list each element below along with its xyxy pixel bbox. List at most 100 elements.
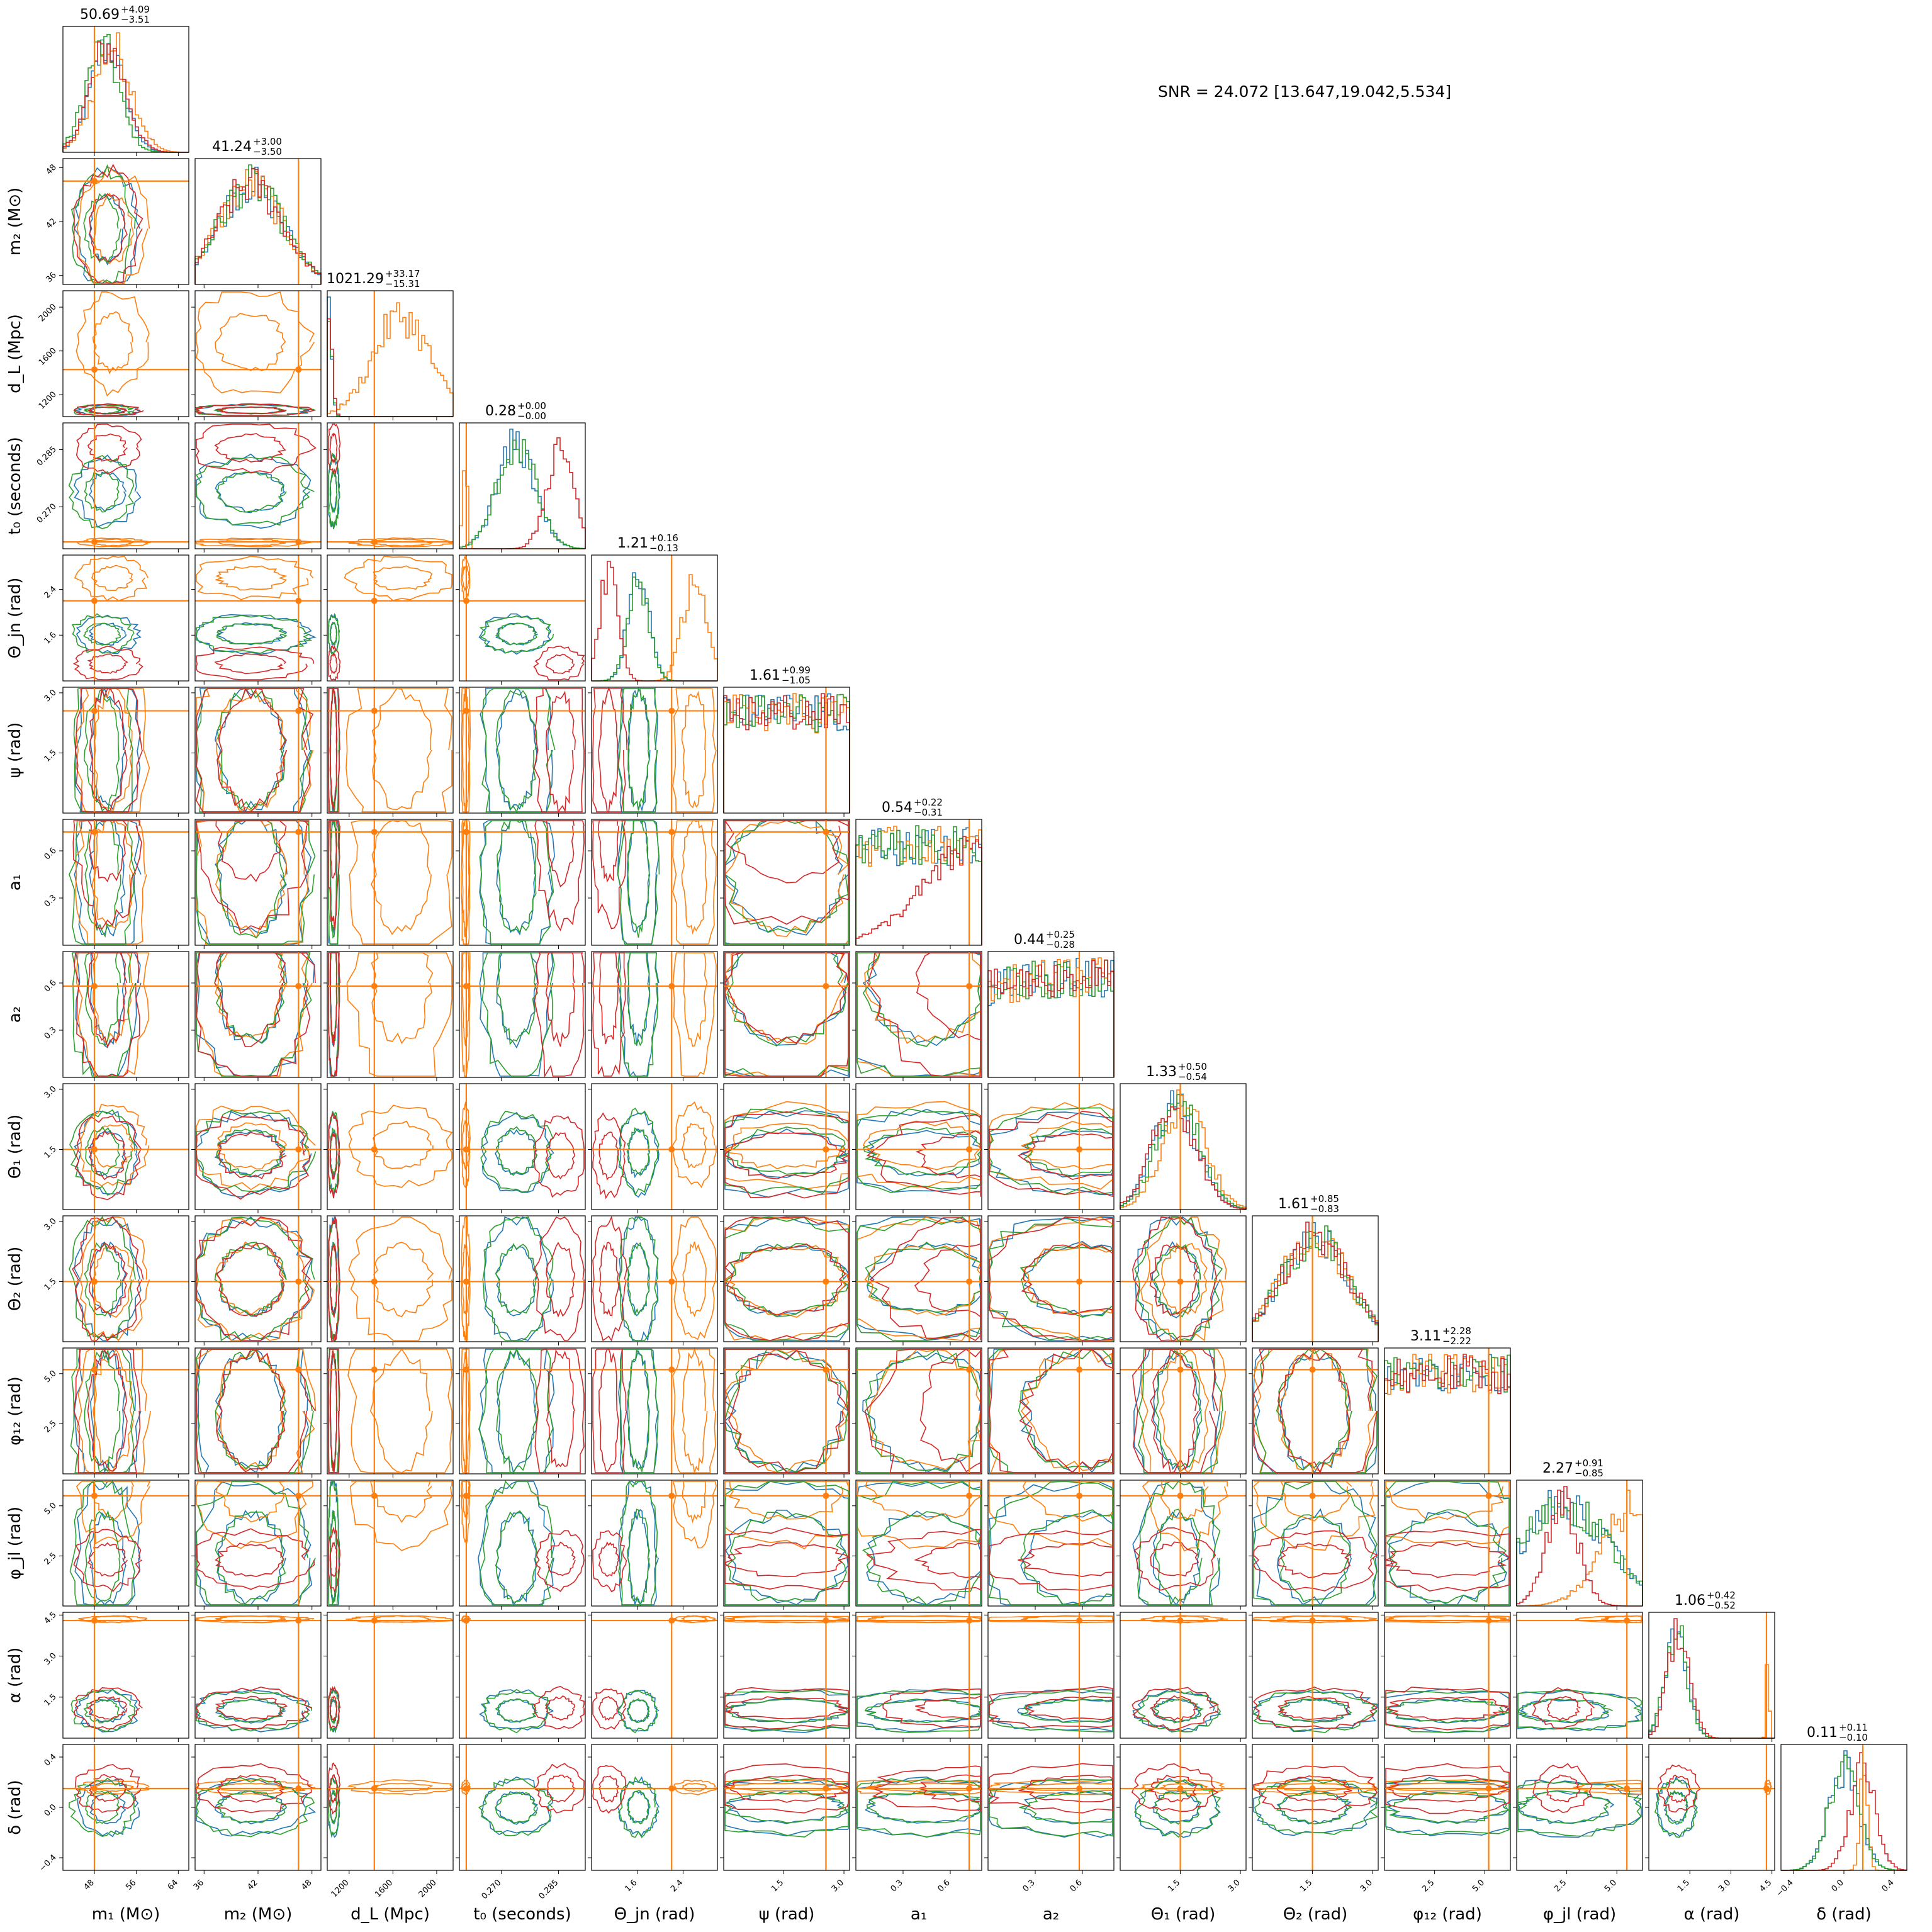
panel-frame	[194, 1347, 322, 1474]
param-title: 1.61	[1278, 1196, 1309, 1212]
param-minus-error: −0.31	[914, 807, 943, 818]
param-title: 0.28	[485, 403, 516, 419]
truth-marker	[668, 1785, 675, 1792]
panel-t0-vs-dL	[323, 422, 454, 553]
contour-series-3-level-1	[534, 952, 585, 1078]
hist-series-3	[1516, 1486, 1643, 1607]
contour-series-1-level-0	[462, 1244, 470, 1315]
truth-marker	[295, 597, 302, 604]
contour-series-1-level-0	[372, 1782, 434, 1792]
y-axis-label-dL: d_L (Mpc)	[6, 314, 25, 393]
truth-marker	[668, 1366, 675, 1373]
panel-alpha-vs-theta2	[1249, 1612, 1379, 1742]
panel-frame	[591, 1083, 718, 1210]
contour-series-3-level-0	[89, 1242, 128, 1315]
contour-series-1-level-0	[862, 1120, 982, 1171]
contour-series-2-level-1	[988, 1481, 1113, 1605]
panel-frame	[459, 1480, 586, 1607]
contour-series-0-level-1	[724, 1216, 849, 1341]
contour-series-3-level-0	[1387, 1696, 1510, 1721]
contour-series-3-level-0	[914, 1542, 981, 1578]
contour-series-1-level-0	[461, 563, 470, 592]
panel-phi12-vs-theta1	[1116, 1347, 1247, 1478]
param-minus-error: −2.22	[1442, 1335, 1471, 1347]
contour-series-1-level-0	[1159, 1349, 1210, 1474]
contour-series-0-level-1	[196, 688, 312, 812]
contour-series-1-level-1	[347, 1779, 453, 1795]
contour-series-2-level-0	[495, 1243, 538, 1314]
contour-series-0-level-0	[89, 1698, 126, 1723]
panel-frame	[327, 1612, 454, 1739]
contour-series-1-level-1	[989, 1780, 1113, 1795]
param-minus-error: −0.54	[1178, 1071, 1207, 1082]
panel-frame	[987, 1480, 1115, 1607]
param-plus-error: +0.16	[649, 532, 678, 544]
contour-series-3-level-1	[724, 1349, 849, 1473]
panel-frame	[591, 1215, 718, 1342]
contour-series-2-level-1	[856, 1349, 981, 1473]
truth-marker	[1309, 1492, 1316, 1499]
panel-theta1-vs-m2	[191, 1083, 322, 1213]
panel-frame	[1384, 1612, 1511, 1739]
panel-psi-vs-psi: 1.61+0.99−1.05	[723, 665, 850, 817]
panel-alpha-vs-a2	[984, 1612, 1115, 1742]
panel-frame	[1252, 1480, 1379, 1607]
truth-marker	[668, 1617, 675, 1624]
contour-series-3-level-0	[1278, 1352, 1351, 1474]
panel-phi12-vs-m1: 2.55.0	[43, 1347, 189, 1478]
panel-phi_jl-vs-theta2	[1249, 1480, 1379, 1610]
contour-series-2-level-0	[1278, 1699, 1352, 1724]
contour-series-2-level-0	[83, 406, 121, 415]
y-axis-label-phi_jl: φ_jl (rad)	[6, 1507, 25, 1580]
panel-frame	[459, 1215, 586, 1342]
contour-series-2-level-0	[216, 623, 288, 645]
contour-series-2-level-0	[84, 471, 120, 513]
contour-series-3-level-0	[915, 1130, 981, 1179]
panel-frame	[855, 1612, 982, 1739]
panel-frame	[327, 951, 454, 1078]
contour-series-3-level-1	[328, 1113, 340, 1199]
contour-series-2-level-1	[481, 688, 556, 812]
hist-series-2	[459, 439, 586, 549]
contour-series-2-level-1	[1253, 1481, 1378, 1605]
contour-series-2-level-0	[216, 1699, 285, 1723]
truth-marker	[371, 597, 378, 604]
contour-series-0-level-1	[196, 1481, 313, 1605]
panel-frame	[723, 1480, 850, 1607]
x-tick-label: 3.0	[1227, 1878, 1242, 1894]
contour-series-3-level-1	[989, 1349, 1113, 1473]
contour-series-3-level-0	[1018, 1542, 1113, 1578]
contour-series-0-level-1	[479, 1349, 555, 1473]
panel-frame	[62, 554, 189, 682]
panel-phi_jl-vs-phi12	[1381, 1480, 1511, 1610]
x-tick-label: −0.4	[1775, 1878, 1795, 1899]
contour-series-1-level-1	[461, 688, 471, 812]
panel-frame	[1120, 1347, 1247, 1474]
contour-series-0-level-1	[617, 820, 660, 945]
panel-theta1-vs-a2	[984, 1083, 1115, 1213]
truth-marker	[1076, 1617, 1082, 1624]
panel-phi_jl-vs-psi	[720, 1480, 850, 1610]
contour-series-3-level-0	[89, 193, 128, 262]
contour-series-2-level-0	[1019, 1790, 1113, 1824]
contour-series-3-level-0	[598, 1695, 619, 1721]
contour-series-1-level-1	[76, 165, 150, 284]
contour-series-1-level-1	[344, 556, 452, 601]
contour-series-3-level-0	[1025, 1695, 1113, 1721]
panel-frame	[62, 1347, 189, 1474]
contour-series-3-level-0	[329, 1350, 338, 1473]
contour-series-1-level-0	[726, 1782, 849, 1792]
contour-series-0-level-1	[1253, 1777, 1378, 1836]
panel-phi_jl-vs-theta1	[1116, 1480, 1247, 1610]
y-tick-label: 1.5	[43, 1692, 59, 1708]
truth-marker	[295, 539, 302, 546]
panel-alpha-vs-psi	[720, 1612, 850, 1742]
contour-series-1-level-1	[76, 1780, 150, 1795]
contour-series-3-level-1	[196, 646, 314, 680]
param-plus-error: +2.28	[1442, 1325, 1471, 1337]
contour-series-0-level-0	[217, 1510, 286, 1605]
panel-theta1-vs-theta_jn	[588, 1083, 718, 1213]
x-axis-label-m1: m₁ (M⊙)	[92, 1905, 160, 1924]
